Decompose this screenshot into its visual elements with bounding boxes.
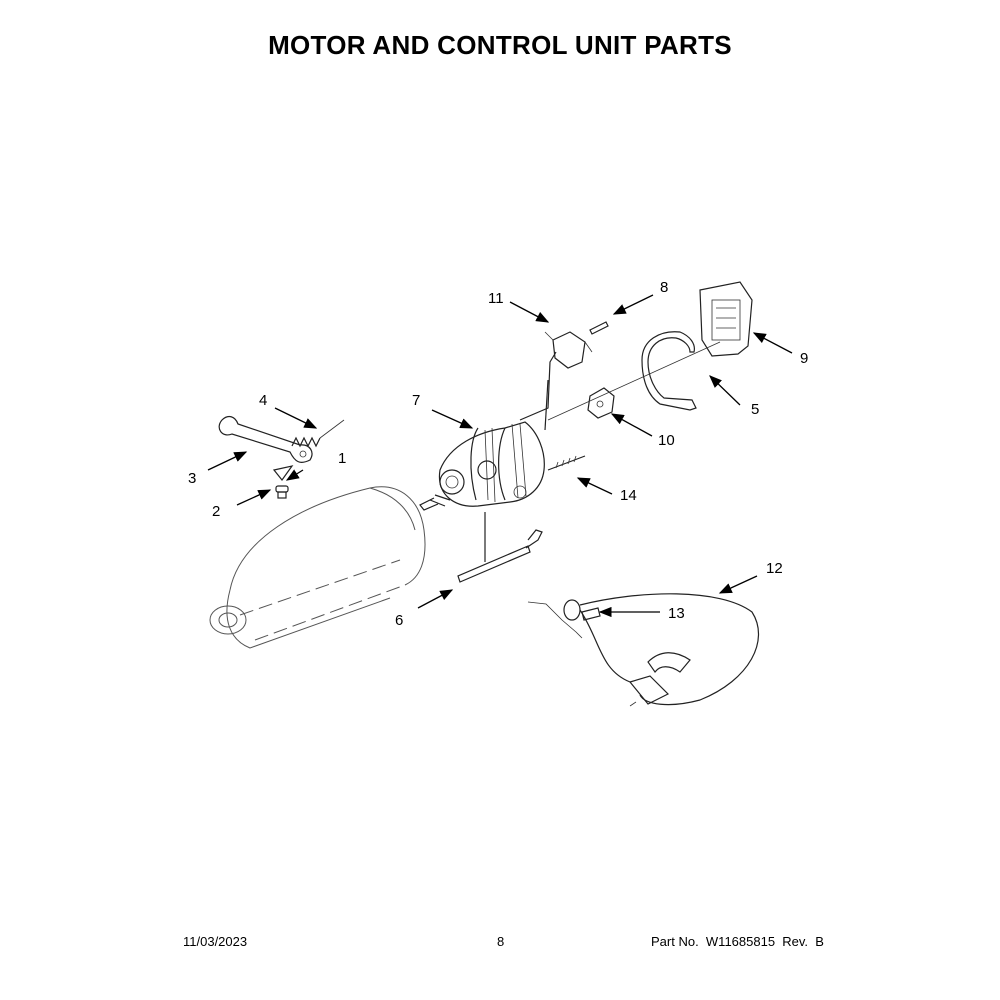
callout-6: 6 [395, 612, 403, 629]
callout-3: 3 [188, 470, 196, 487]
motor [419, 379, 549, 511]
callout-8: 8 [660, 279, 668, 296]
power-cord [579, 593, 760, 707]
callout-9: 9 [800, 350, 808, 367]
long-screw [547, 455, 586, 471]
callout-12: 12 [766, 560, 783, 577]
callout-7: 7 [412, 392, 420, 409]
footer-part-number: Part No. W11685815 Rev. B [651, 934, 824, 949]
callout-arrows [207, 294, 793, 618]
connector-block [587, 387, 615, 419]
mixer-head-housing-outline [209, 486, 426, 649]
callout-2: 2 [212, 503, 220, 520]
callout-1: 1 [338, 450, 346, 467]
rod [457, 529, 543, 583]
callout-10: 10 [658, 432, 675, 449]
strain-relief [527, 599, 601, 639]
footer-page-number: 8 [497, 934, 505, 949]
control-board [699, 281, 753, 357]
small-screw [589, 321, 609, 335]
spring [291, 419, 345, 448]
callout-4: 4 [259, 392, 267, 409]
callout-13: 13 [668, 605, 685, 622]
ring-shield [641, 331, 697, 411]
screw [275, 485, 289, 499]
wire-lead [484, 351, 557, 562]
speed-control-lever [218, 415, 313, 463]
callout-11: 11 [488, 290, 504, 307]
bracket [544, 331, 593, 369]
footer-date: 11/03/2023 [183, 934, 248, 949]
page-title: MOTOR AND CONTROL UNIT PARTS [268, 30, 732, 60]
callout-14: 14 [620, 487, 637, 504]
callout-5: 5 [751, 401, 759, 418]
